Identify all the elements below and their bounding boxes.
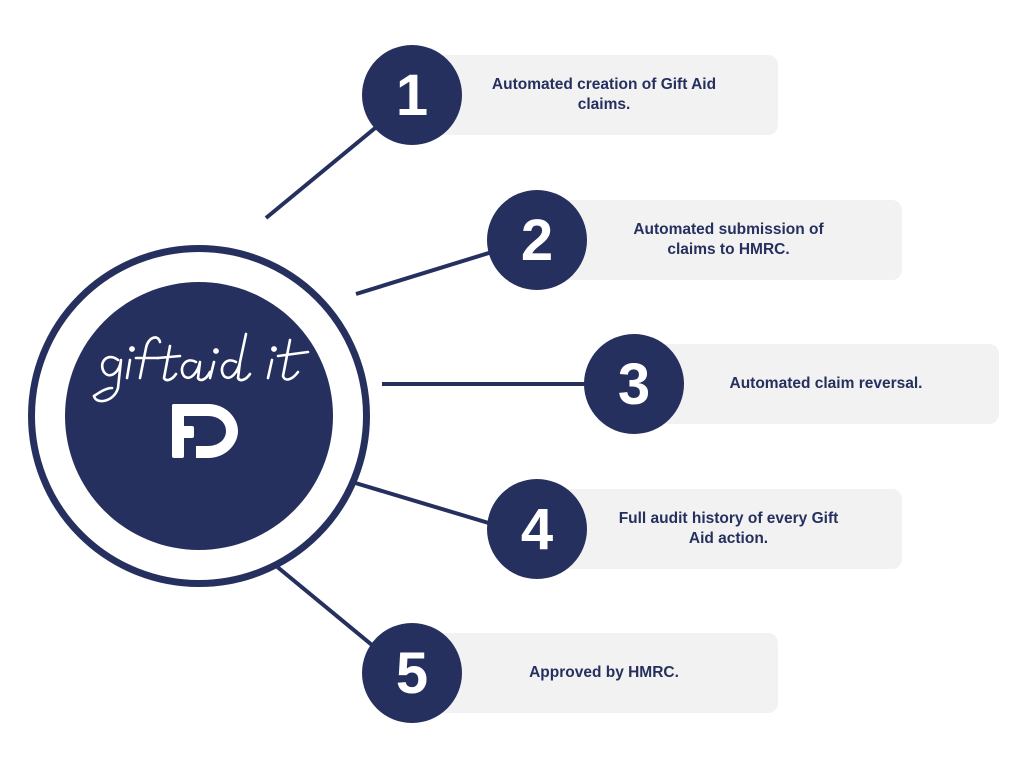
number-badge-label-2: 2	[520, 207, 554, 273]
feature-card-5: Approved by HMRC.	[410, 633, 778, 713]
number-badge-4: 4	[487, 479, 587, 579]
number-badge-3: 3	[584, 334, 684, 434]
feature-text-4: Full audit history of every Gift Aid act…	[618, 510, 839, 547]
number-badge-5: 5	[362, 623, 462, 723]
number-badge-label-4: 4	[520, 496, 554, 562]
feature-text-5: Approved by HMRC.	[529, 664, 679, 681]
feature-card-3: Automated claim reversal.	[633, 344, 999, 424]
number-badge-2: 2	[487, 190, 587, 290]
number-badge-1: 1	[362, 45, 462, 145]
connector-line-1	[264, 122, 382, 220]
number-badge-label-1: 1	[395, 62, 429, 128]
feature-card-1: Automated creation of Gift Aid claims.	[410, 55, 778, 135]
feature-text-2: Automated submission of claims to HMRC.	[633, 221, 824, 258]
number-badge-label-5: 5	[395, 640, 429, 706]
fd-logo-icon	[172, 404, 238, 458]
feature-text-3: Automated claim reversal.	[729, 375, 923, 392]
number-badge-label-3: 3	[617, 351, 651, 417]
connector-line-4	[351, 480, 493, 526]
connector-line-2	[355, 250, 493, 296]
feature-card-4: Full audit history of every Gift Aid act…	[535, 489, 902, 569]
feature-text-1: Automated creation of Gift Aid claims.	[491, 76, 717, 113]
feature-card-2: Automated submission of claims to HMRC.	[535, 200, 902, 280]
